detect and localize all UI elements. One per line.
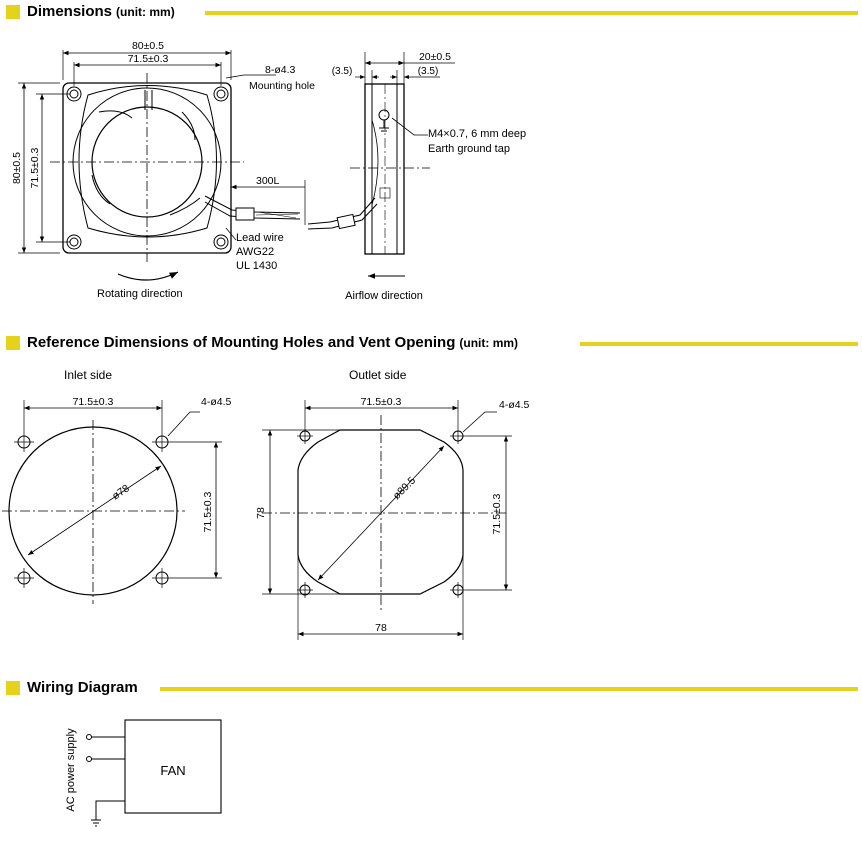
earth-tap <box>378 109 390 121</box>
section-marker <box>6 5 20 19</box>
mounting-hole <box>14 432 172 588</box>
lead-wire-standard: UL 1430 <box>236 260 277 272</box>
mounting-hole <box>66 86 229 250</box>
hole-desc: Mounting hole <box>249 80 315 92</box>
outlet-holes: 4-ø4.5 <box>499 399 530 411</box>
inlet-diameter: ø78 <box>110 482 132 502</box>
fan-shroud <box>78 85 217 238</box>
outlet-view <box>262 400 512 640</box>
outlet-title: Outlet side <box>349 368 407 382</box>
section-title: Reference Dimensions of Mounting Holes a… <box>27 334 456 351</box>
outlet-bottom: 78 <box>375 622 387 634</box>
fan-box <box>124 719 222 814</box>
fan-side-body <box>364 83 405 255</box>
wire-length: 300L <box>256 175 280 187</box>
leader-line <box>167 411 200 437</box>
section-title: Wiring Diagram <box>27 679 138 696</box>
front-view <box>18 50 306 281</box>
rotation-arrow <box>117 271 179 281</box>
dim-width-outer: 80±0.5 <box>132 40 164 52</box>
dim-height-inner: 71.5±0.3 <box>29 147 41 188</box>
ac-supply-label: AC power supply <box>65 728 77 812</box>
dim-depth: 20±0.5 <box>419 51 451 63</box>
section-rule <box>205 11 858 15</box>
section-marker <box>6 681 20 695</box>
tap-desc: Earth ground tap <box>428 143 510 155</box>
inlet-height: 71.5±0.3 <box>202 491 214 532</box>
inlet-width: 71.5±0.3 <box>73 396 114 408</box>
section-title: Dimensions <box>27 3 113 20</box>
leader-line <box>391 117 428 136</box>
section-unit: (unit: mm) <box>459 336 519 350</box>
terminal <box>86 734 92 740</box>
dimension-line <box>317 445 445 581</box>
inlet-view <box>2 400 222 604</box>
outlet-diameter: ø89.5 <box>391 475 419 503</box>
dim-left-flange: (3.5) <box>332 66 353 77</box>
lead-wire-label: Lead wire <box>236 232 284 244</box>
leader-line <box>462 411 497 433</box>
fan-label: FAN <box>160 763 185 778</box>
dim-width-inner: 71.5±0.3 <box>128 53 169 65</box>
section-dimensions: Dimensions(unit: mm) <box>0 3 862 25</box>
section-wiring: Wiring Diagram <box>0 679 862 701</box>
terminal <box>86 756 92 762</box>
section-reference: Reference Dimensions of Mounting Holes a… <box>0 334 862 356</box>
dim-height-outer: 80±0.5 <box>11 152 23 184</box>
wiring-diagram <box>86 719 222 827</box>
dim-right-flange: (3.5) <box>418 66 439 77</box>
outlet-height-right: 71.5±0.3 <box>491 493 503 534</box>
section-marker <box>6 336 20 350</box>
dimension-line <box>27 465 162 556</box>
section-unit: (unit: mm) <box>116 5 175 19</box>
lead-wire-gauge: AWG22 <box>236 246 274 258</box>
side-view <box>307 52 455 279</box>
inlet-title: Inlet side <box>64 368 112 382</box>
leader-line <box>225 74 276 79</box>
section-rule <box>580 342 858 346</box>
airflow-direction: Airflow direction <box>345 290 423 302</box>
inlet-holes: 4-ø4.5 <box>201 396 232 408</box>
ground-wire <box>95 800 125 820</box>
rotating-direction: Rotating direction <box>97 288 183 300</box>
outlet-width: 71.5±0.3 <box>361 396 402 408</box>
outlet-height-left: 78 <box>255 507 267 519</box>
tap-spec: M4×0.7, 6 mm deep <box>428 128 526 140</box>
section-rule <box>160 687 858 691</box>
vent-opening <box>297 429 464 595</box>
hole-label: 8-ø4.3 <box>265 64 296 76</box>
